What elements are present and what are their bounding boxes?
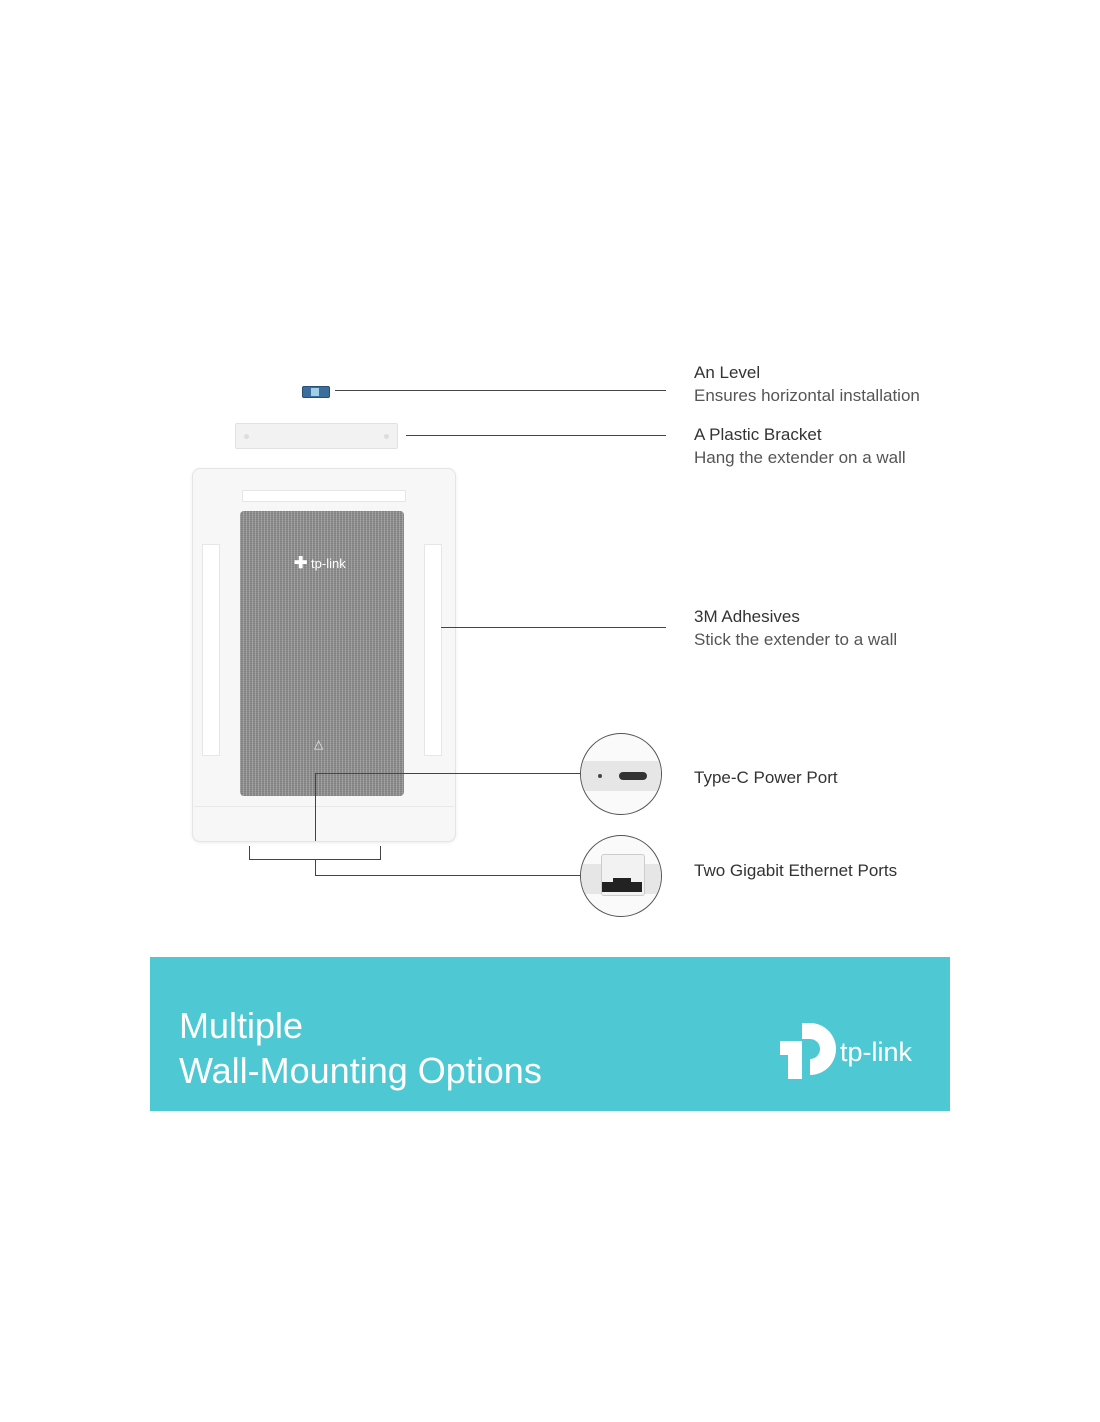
fabric-texture [240, 511, 404, 796]
right-adhesive [424, 544, 442, 756]
callout-line-bracket [406, 435, 666, 436]
device-logo: ✚ tp-link [294, 555, 346, 572]
callout-line-typec [315, 773, 581, 774]
extender-fabric-front [240, 511, 404, 796]
callout-line-ethernet [315, 875, 581, 876]
ethernet-port-closeup [580, 835, 662, 917]
callout-line-level [335, 390, 666, 391]
bottom-bezel [194, 806, 454, 807]
banner-line-2: Wall-Mounting Options [179, 1050, 542, 1091]
spirit-level-icon [302, 386, 330, 398]
plastic-bracket [235, 423, 398, 449]
ethernet-port-icon [602, 882, 642, 892]
ethernet-bracket-left [249, 846, 250, 859]
tp-link-logo-text: tp-link [840, 1037, 913, 1067]
callout-title-ethernet: Two Gigabit Ethernet Ports [694, 861, 898, 880]
callout-line-typec-vertical [315, 773, 316, 841]
usb-c-icon [619, 772, 647, 780]
tp-link-logo: tp-link [780, 1021, 930, 1081]
top-slot [242, 490, 406, 502]
callout-subtitle-bracket: Hang the extender on a wall [694, 448, 906, 467]
tp-link-logo-icon [780, 1023, 836, 1079]
typec-port-closeup [580, 733, 662, 815]
banner-line-1: Multiple [179, 1005, 304, 1046]
callout-subtitle-adhesive: Stick the extender to a wall [694, 630, 898, 649]
callout-title-typec: Type-C Power Port [694, 768, 838, 787]
callout-title-adhesive: 3M Adhesives [694, 607, 800, 626]
led-dot [598, 774, 602, 778]
callout-subtitle-level: Ensures horizontal installation [694, 386, 920, 405]
callout-title-level: An Level [694, 363, 761, 382]
left-adhesive [202, 544, 220, 756]
ethernet-bracket-right [380, 846, 381, 859]
warning-icon: △ [314, 737, 324, 751]
banner: Multiple Wall-Mounting Options tp-link [150, 957, 950, 1111]
ethernet-stem [315, 859, 316, 875]
device-logo-text: tp-link [311, 556, 346, 571]
callout-title-bracket: A Plastic Bracket [694, 425, 822, 444]
callout-line-adhesive [441, 627, 666, 628]
